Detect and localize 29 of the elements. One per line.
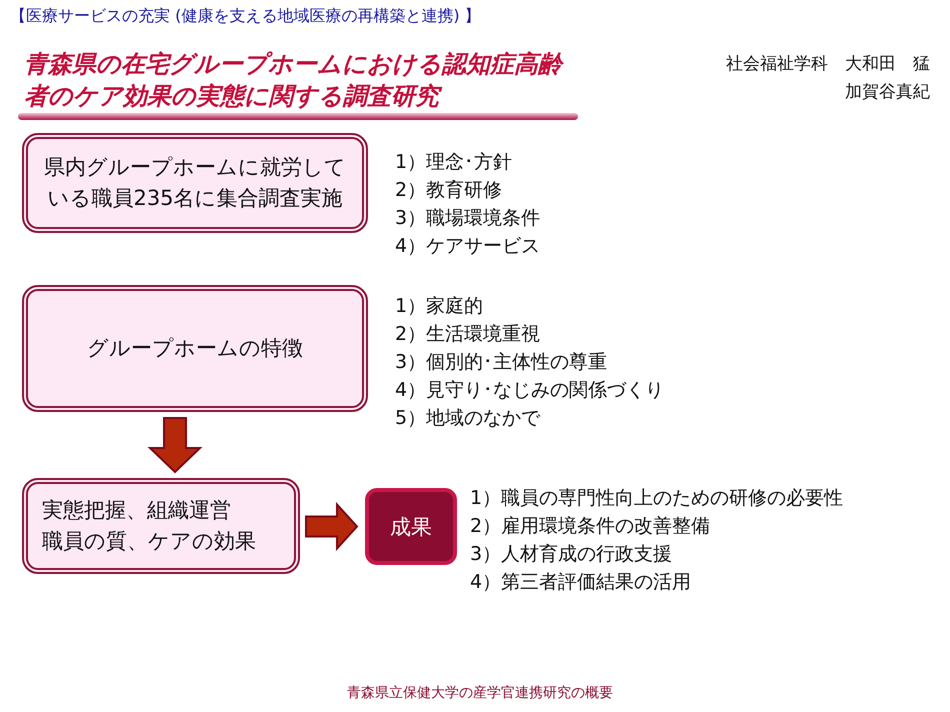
box-text: 実態把握、組織運営 xyxy=(42,496,232,524)
process-box xyxy=(22,285,368,412)
list-item: 4）見守り･なじみの関係づくり xyxy=(395,378,664,403)
list-item: 4）第三者評価結果の活用 xyxy=(470,570,692,595)
author-text: 加賀谷真紀 xyxy=(844,81,930,103)
list-item: 2）生活環境重視 xyxy=(395,322,542,347)
box-text: グループホームの特徴 xyxy=(87,334,303,362)
list-item: 2）雇用環境条件の改善整備 xyxy=(470,514,712,539)
box-text: 成果 xyxy=(390,514,432,540)
list-item: 3）人材育成の行政支援 xyxy=(470,542,674,567)
box-text: 県内グループホームに就労している職員235名に集合調査実施 xyxy=(43,154,347,212)
block-arrow xyxy=(305,502,358,552)
list-item: 1）家庭的 xyxy=(395,294,484,319)
list-item: 3）個別的･主体性の尊重 xyxy=(395,350,608,375)
process-box xyxy=(22,478,300,574)
title-text: 青森県の在宅グループホームにおける認知症高齢者のケア効果の実態に関する調査研究 xyxy=(24,49,565,112)
block-arrow xyxy=(148,417,202,474)
list-item: 3）職場環境条件 xyxy=(395,206,540,231)
result-box xyxy=(365,488,457,565)
footer-text: 青森県立保健大学の産学官連携研究の概要 xyxy=(346,684,614,702)
list-item: 1）職員の専門性向上のための研修の必要性 xyxy=(470,486,844,511)
process-box xyxy=(22,133,368,233)
list-item: 5）地域のなかで xyxy=(395,406,542,431)
author-text: 社会福祉学科 大和田 猛 xyxy=(725,53,930,75)
list-item: 2）教育研修 xyxy=(395,178,504,203)
list-item: 1）理念･方針 xyxy=(395,150,514,175)
box-text: 職員の質、ケアの効果 xyxy=(42,528,257,555)
header-text: 【医療サービスの充実 (健康を支える地域医療の再構築と連携) 】 xyxy=(10,6,481,27)
list-item: 4）ケアサービス xyxy=(395,234,540,259)
